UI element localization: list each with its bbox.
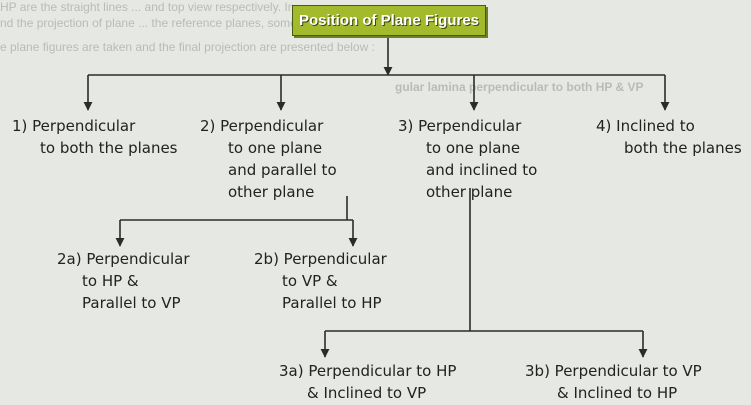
node-3b-perpendicular-vp-inclined-hp: 3b) Perpendicular to VP & Inclined to HP [525,360,702,404]
node-3b-line-2: & Inclined to HP [557,384,678,402]
node-2-perpendicular-one-parallel-other: 2) Perpendicular to one plane and parall… [200,115,337,203]
node-2a-line-3: Parallel to VP [82,294,181,312]
node-3a-line-1: 3a) Perpendicular to HP [279,362,457,380]
title-text: Position of Plane Figures [298,12,480,29]
node-1-line-2: to both the planes [40,139,178,157]
node-3-line-3: and inclined to [426,161,538,179]
node-3a-perpendicular-hp-inclined-vp: 3a) Perpendicular to HP & Inclined to VP [279,360,456,404]
background-text-line-4: gular lamina perpendicular to both HP & … [395,80,644,94]
background-text-line-2: nd the projection of plane ... the refer… [0,16,311,30]
node-3b-line-1: 3b) Perpendicular to VP [525,362,702,380]
node-3-line-2: to one plane [426,139,521,157]
node-2-line-1: 2) Perpendicular [200,117,324,135]
node-2a-perpendicular-hp-parallel-vp: 2a) Perpendicular to HP & Parallel to VP [57,248,190,314]
node-3-line-1: 3) Perpendicular [398,117,522,135]
node-4-inclined-both: 4) Inclined to both the planes [596,115,742,159]
background-text-line-3: e plane figures are taken and the final … [0,40,375,54]
node-4-line-2: both the planes [624,139,742,157]
node-2b-line-2: to VP & [282,272,338,290]
background-text-line-1: HP are the straight lines ... and top vi… [0,0,295,14]
node-2b-line-3: Parallel to HP [282,294,382,312]
title-box: Position of Plane Figures [292,5,486,36]
node-2a-line-2: to HP & [82,272,139,290]
node-1-line-1: 1) Perpendicular [12,117,136,135]
node-2-line-2: to one plane [228,139,323,157]
node-3-line-4: other plane [426,183,513,201]
node-2-line-3: and parallel to [228,161,337,179]
node-2b-perpendicular-vp-parallel-hp: 2b) Perpendicular to VP & Parallel to HP [254,248,387,314]
node-1-perpendicular-both: 1) Perpendicular to both the planes [12,115,178,159]
node-3a-line-2: & Inclined to VP [307,384,427,402]
node-2a-line-1: 2a) Perpendicular [57,250,190,268]
node-2-line-4: other plane [228,183,315,201]
node-3-perpendicular-one-inclined-other: 3) Perpendicular to one plane and inclin… [398,115,537,203]
node-4-line-1: 4) Inclined to [596,117,695,135]
node-2b-line-1: 2b) Perpendicular [254,250,387,268]
